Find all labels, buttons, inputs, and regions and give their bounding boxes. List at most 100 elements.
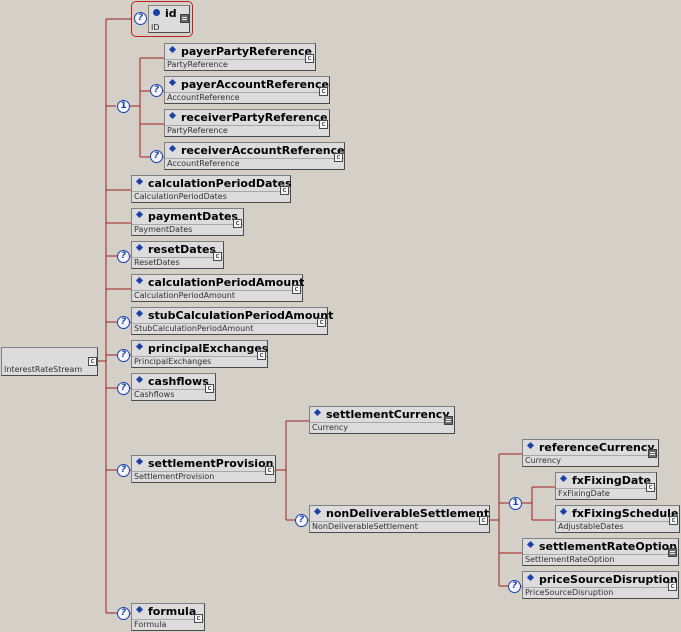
complex-type-icon: c bbox=[292, 285, 301, 294]
element-diamond-icon bbox=[135, 210, 144, 219]
element-name: payerPartyReference bbox=[181, 45, 312, 58]
id-attribute-highlight bbox=[131, 1, 193, 37]
optional-icon: ? bbox=[117, 382, 130, 395]
element-type: NonDeliverableSettlement bbox=[312, 522, 418, 531]
element-name: cashflows bbox=[148, 375, 209, 388]
element-type: PriceSourceDisruption bbox=[525, 588, 614, 597]
id-attribute-name: id bbox=[165, 7, 177, 20]
element-name: nonDeliverableSettlement bbox=[326, 507, 490, 520]
element-type: FxFixingDate bbox=[558, 489, 610, 498]
node-calculationPeriodAmount[interactable]: calculationPeriodAmount CalculationPerio… bbox=[131, 274, 305, 302]
complex-type-icon: c bbox=[205, 384, 214, 393]
complex-type-icon: c bbox=[265, 466, 274, 475]
optional-icon: ? bbox=[508, 580, 521, 593]
element-name: referenceCurrency bbox=[539, 441, 655, 454]
element-diamond-icon bbox=[135, 309, 144, 318]
node-payerAccountReference[interactable]: payerAccountReference AccountReference c bbox=[164, 76, 330, 104]
element-type: SettlementProvision bbox=[134, 472, 215, 481]
element-name: paymentDates bbox=[148, 210, 238, 223]
root-type-label: InterestRateStream bbox=[4, 365, 83, 374]
complex-type-icon: c bbox=[233, 219, 242, 228]
optional-icon: ? bbox=[134, 12, 147, 25]
element-type: Currency bbox=[525, 456, 562, 465]
node-receiverPartyReference[interactable]: receiverPartyReference PartyReference c bbox=[164, 109, 330, 137]
choice-compositor-icon: 1 bbox=[509, 497, 522, 510]
complex-type-icon: c bbox=[317, 318, 326, 327]
complex-type-icon: c bbox=[669, 516, 678, 525]
node-referenceCurrency[interactable]: referenceCurrency Currency bbox=[522, 439, 659, 467]
optional-icon: ? bbox=[117, 607, 130, 620]
complex-type-icon: c bbox=[88, 357, 97, 366]
element-diamond-icon bbox=[135, 276, 144, 285]
optional-icon: ? bbox=[117, 250, 130, 263]
element-name: settlementProvision bbox=[148, 457, 274, 470]
element-diamond-icon bbox=[313, 408, 322, 417]
element-name: stubCalculationPeriodAmount bbox=[148, 309, 334, 322]
element-diamond-icon bbox=[135, 375, 144, 384]
simple-type-icon bbox=[648, 449, 657, 458]
optional-icon: ? bbox=[295, 514, 308, 527]
complex-type-icon: c bbox=[213, 252, 222, 261]
element-type: PartyReference bbox=[167, 60, 228, 69]
root-element-box[interactable]: InterestRateStream c bbox=[1, 347, 98, 376]
complex-type-icon: c bbox=[319, 87, 328, 96]
complex-type-icon: c bbox=[280, 186, 289, 195]
node-stubCalculationPeriodAmount[interactable]: stubCalculationPeriodAmount StubCalculat… bbox=[131, 307, 333, 335]
simple-type-icon bbox=[668, 548, 677, 557]
complex-type-icon: c bbox=[194, 614, 203, 623]
element-diamond-icon bbox=[168, 78, 177, 87]
element-name: calculationPeriodDates bbox=[148, 177, 292, 190]
element-name: settlementCurrency bbox=[326, 408, 450, 421]
node-receiverAccountReference[interactable]: receiverAccountReference AccountReferenc… bbox=[164, 142, 345, 170]
element-name: formula bbox=[148, 605, 197, 618]
node-fxFixingDate[interactable]: fxFixingDate FxFixingDate c bbox=[555, 472, 657, 500]
element-diamond-icon bbox=[526, 573, 535, 582]
node-resetDates[interactable]: resetDates ResetDates c bbox=[131, 241, 224, 269]
element-type: Formula bbox=[134, 620, 167, 629]
node-settlementProvision[interactable]: settlementProvision SettlementProvision … bbox=[131, 455, 276, 483]
id-attribute-node[interactable]: id ID bbox=[148, 5, 190, 33]
complex-type-icon: c bbox=[305, 54, 314, 63]
element-type: PrincipalExchanges bbox=[134, 357, 212, 366]
element-diamond-icon bbox=[168, 45, 177, 54]
element-type: StubCalculationPeriodAmount bbox=[134, 324, 254, 333]
complex-type-icon: c bbox=[479, 516, 488, 525]
element-diamond-icon bbox=[559, 474, 568, 483]
element-name: priceSourceDisruption bbox=[539, 573, 678, 586]
element-type: AdjustableDates bbox=[558, 522, 624, 531]
element-diamond-icon bbox=[168, 111, 177, 120]
node-fxFixingSchedule[interactable]: fxFixingSchedule AdjustableDates c bbox=[555, 505, 680, 533]
element-type: PartyReference bbox=[167, 126, 228, 135]
element-diamond-icon bbox=[526, 540, 535, 549]
element-diamond-icon bbox=[135, 177, 144, 186]
element-name: fxFixingSchedule bbox=[572, 507, 679, 520]
complex-type-icon: c bbox=[334, 153, 343, 162]
node-calculationPeriodDates[interactable]: calculationPeriodDates CalculationPeriod… bbox=[131, 175, 292, 203]
element-name: fxFixingDate bbox=[572, 474, 652, 487]
node-priceSourceDisruption[interactable]: priceSourceDisruption PriceSourceDisrupt… bbox=[522, 571, 679, 599]
simple-type-icon bbox=[180, 14, 189, 23]
element-name: resetDates bbox=[148, 243, 216, 256]
optional-icon: ? bbox=[150, 84, 163, 97]
node-settlementCurrency[interactable]: settlementCurrency Currency bbox=[309, 406, 455, 434]
element-diamond-icon bbox=[135, 243, 144, 252]
node-nonDeliverableSettlement[interactable]: nonDeliverableSettlement NonDeliverableS… bbox=[309, 505, 490, 533]
element-diamond-icon bbox=[135, 342, 144, 351]
element-name: receiverPartyReference bbox=[181, 111, 328, 124]
complex-type-icon: c bbox=[668, 582, 677, 591]
node-principalExchanges[interactable]: principalExchanges PrincipalExchanges c bbox=[131, 340, 268, 368]
element-name: payerAccountReference bbox=[181, 78, 329, 91]
node-payerPartyReference[interactable]: payerPartyReference PartyReference c bbox=[164, 43, 316, 71]
element-diamond-icon bbox=[135, 605, 144, 614]
element-diamond-icon bbox=[559, 507, 568, 516]
node-settlementRateOption[interactable]: settlementRateOption SettlementRateOptio… bbox=[522, 538, 679, 566]
element-diamond-icon bbox=[526, 441, 535, 450]
element-name: calculationPeriodAmount bbox=[148, 276, 305, 289]
node-formula[interactable]: formula Formula c bbox=[131, 603, 205, 631]
element-type: CalculationPeriodAmount bbox=[134, 291, 236, 300]
element-type: Cashflows bbox=[134, 390, 175, 399]
element-type: SettlementRateOption bbox=[525, 555, 615, 564]
node-cashflows[interactable]: cashflows Cashflows c bbox=[131, 373, 216, 401]
node-paymentDates[interactable]: paymentDates PaymentDates c bbox=[131, 208, 244, 236]
optional-icon: ? bbox=[117, 464, 130, 477]
